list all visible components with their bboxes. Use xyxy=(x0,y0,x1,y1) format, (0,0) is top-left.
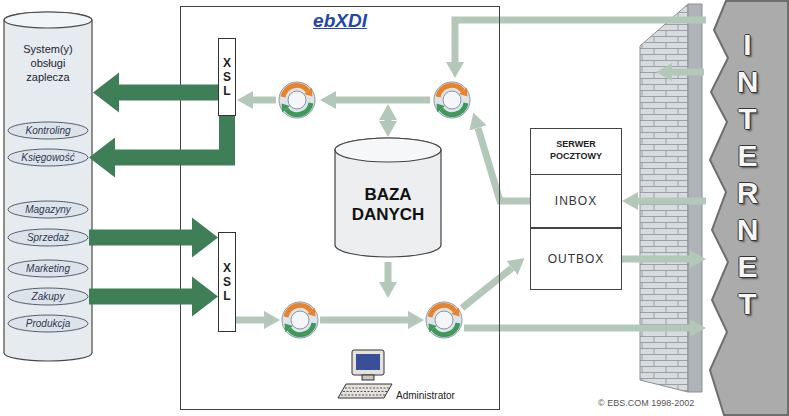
flow-arrow xyxy=(385,120,392,121)
connector-line xyxy=(119,85,218,101)
cylinder-body xyxy=(4,12,92,361)
flow-arrow xyxy=(385,262,392,282)
oval-outline xyxy=(8,122,88,139)
database-cylinder: BAZA DANYCH xyxy=(334,138,442,258)
mailbox-box-text: OUTBOX xyxy=(548,252,605,267)
flow-connector xyxy=(622,192,706,210)
flow-arrow xyxy=(336,97,430,104)
xsl-box-text: XSL xyxy=(222,261,232,303)
module-oval: Kontroling xyxy=(7,121,89,140)
oval-outline xyxy=(8,201,88,218)
system-box-text: ebXDI xyxy=(313,9,367,33)
copyright-note: © EBS.COM 1998-2002 xyxy=(598,398,694,409)
flow-arrow xyxy=(462,268,512,308)
xsl-box: XSL xyxy=(218,232,236,332)
oval-outline xyxy=(8,288,88,305)
flow-arrow xyxy=(672,69,704,76)
backend-cylinder-text: System(y) obsługi zaplecza xyxy=(16,42,80,84)
cylinder-body xyxy=(335,138,441,257)
oval-outline xyxy=(8,229,88,246)
cylinder-top xyxy=(335,138,441,162)
mailbox-box: OUTBOX xyxy=(530,228,622,290)
connector-line xyxy=(622,256,690,263)
connector-line xyxy=(638,198,706,205)
backend-cylinder: System(y) obsługi zapleczaKontrolingKsię… xyxy=(3,12,93,362)
flow-connector xyxy=(89,277,218,317)
flow-connector xyxy=(622,250,706,268)
module-oval-text: Produkcja xyxy=(26,318,70,330)
module-oval: Księgowość xyxy=(7,148,89,167)
copyright-note-holder: © EBS.COM 1998-2002 xyxy=(598,398,694,409)
internet-cloud-text: INTERNET xyxy=(736,26,760,322)
system-box: ebXDI XSL BAZA DANYCH XSL xyxy=(180,6,500,410)
arrow-head xyxy=(192,277,218,317)
database-cylinder-text: BAZA DANYCH xyxy=(342,185,434,225)
oval-outline xyxy=(8,149,88,166)
flow-arrow xyxy=(455,20,706,62)
module-oval: Marketing xyxy=(7,259,89,278)
flow-arrow xyxy=(236,317,264,324)
arrow-head xyxy=(89,138,115,178)
admin-label: Administrator xyxy=(396,390,455,402)
module-oval-text: Księgowość xyxy=(21,152,74,164)
mailbox-box: INBOX xyxy=(530,174,622,228)
flow-connector xyxy=(93,73,218,113)
cycle-icon xyxy=(279,82,315,118)
arrow-head xyxy=(192,218,218,258)
oval-outline xyxy=(8,260,88,277)
mail-server-box-text: SERWER POCZTOWY xyxy=(544,138,608,162)
cylinder-top xyxy=(4,12,92,28)
arrow-head xyxy=(690,250,706,268)
flow-arrows xyxy=(236,20,706,328)
connector-line xyxy=(115,116,227,158)
module-oval-text: Sprzedaż xyxy=(27,232,69,244)
admin-label-holder: Administrator xyxy=(396,390,455,402)
flow-arrow xyxy=(253,97,276,104)
mail-server-box: SERWER POCZTOWY INBOX OUTBOX xyxy=(530,128,622,290)
connector-line xyxy=(89,289,192,305)
cycle-icon xyxy=(282,302,318,338)
xsl-box-text: XSL xyxy=(222,56,232,98)
computer-icon xyxy=(338,350,392,398)
mailbox-box-text: INBOX xyxy=(555,194,597,209)
arrow-head xyxy=(93,73,119,113)
connector-line xyxy=(89,230,192,246)
flow-arrow xyxy=(320,317,408,324)
internet-cloud: INTERNET xyxy=(706,0,789,416)
xsl-box: XSL xyxy=(218,38,236,116)
process-cycles xyxy=(279,82,470,338)
cycle-icon xyxy=(434,82,470,118)
module-oval: Magazyny xyxy=(7,200,89,219)
module-oval: Zakupy xyxy=(7,287,89,306)
module-oval-text: Magazyny xyxy=(25,204,71,216)
cycle-icon xyxy=(426,302,462,338)
flow-arrow xyxy=(478,128,530,201)
module-oval-text: Kontroling xyxy=(25,125,70,137)
oval-outline xyxy=(8,315,88,332)
firewall-wall xyxy=(640,4,702,392)
flow-connector xyxy=(89,116,227,178)
module-oval-text: Marketing xyxy=(26,263,70,275)
module-oval-text: Zakupy xyxy=(32,291,65,303)
module-oval: Sprzedaż xyxy=(7,228,89,247)
flow-connector xyxy=(89,218,218,258)
module-oval: Produkcja xyxy=(7,314,89,333)
internet-outline xyxy=(710,1,788,415)
flow-arrow xyxy=(464,325,690,332)
arrow-head xyxy=(622,192,638,210)
